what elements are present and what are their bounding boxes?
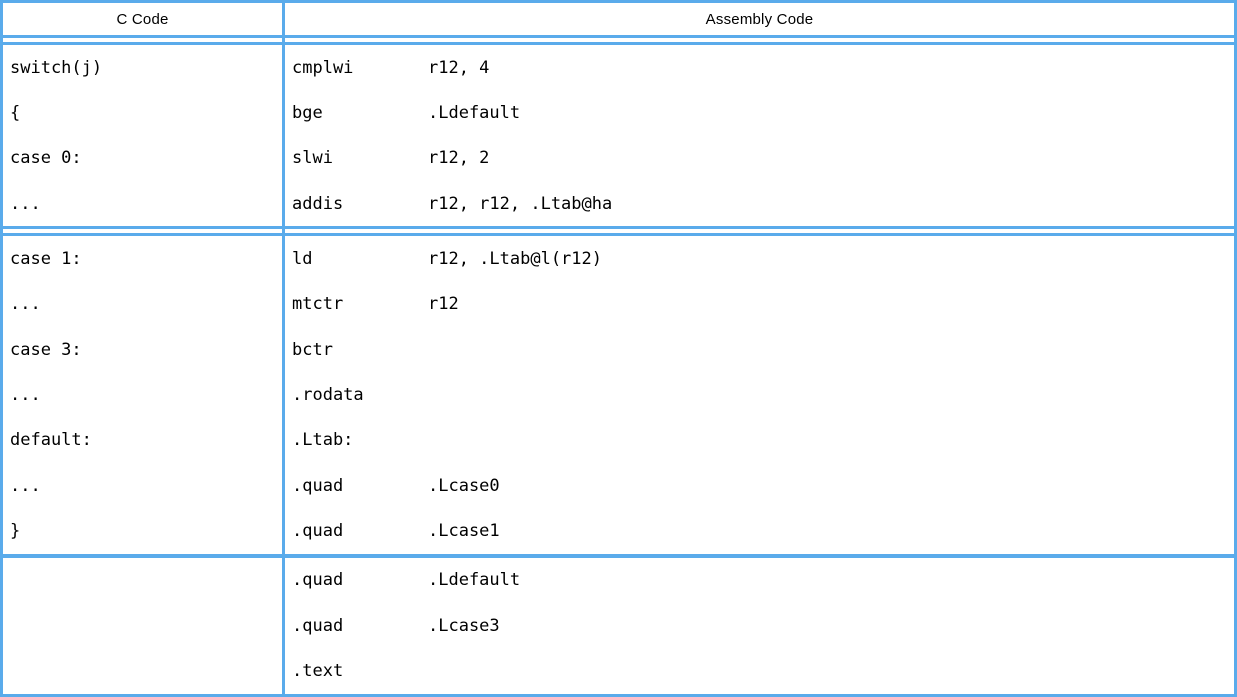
asm-mnemonic: ld <box>292 249 313 270</box>
asm-line: .quad .Lcase1 <box>285 508 1234 553</box>
asm-mnemonic: .quad <box>292 475 344 496</box>
assembly-cell: cmplwi r12, 4 bge .Ldefault slwi r12, 2 … <box>285 45 1234 226</box>
asm-line: ld r12, .Ltab@l(r12) <box>285 236 1234 281</box>
asm-line: .quad .Ldefault <box>285 558 1234 603</box>
c-code-line: { <box>10 103 21 124</box>
asm-operands: .Ldefault <box>428 570 521 591</box>
asm-operands: r12, 4 <box>428 57 490 78</box>
c-code-line: ... <box>10 193 41 214</box>
asm-operands: r12, r12, .Ltab@ha <box>428 193 613 214</box>
asm-operands: r12 <box>428 294 459 315</box>
asm-mnemonic: cmplwi <box>292 57 354 78</box>
asm-line: .rodata <box>285 372 1234 417</box>
asm-mnemonic: slwi <box>292 148 333 169</box>
assembly-cell: .quad .Ldefault .quad .Lcase3 .text <box>285 558 1234 694</box>
asm-mnemonic: addis <box>292 193 344 214</box>
c-code-line <box>3 603 282 648</box>
asm-mnemonic: .quad <box>292 615 344 636</box>
asm-line: bge .Ldefault <box>285 90 1234 135</box>
asm-mnemonic: .text <box>292 661 344 682</box>
asm-operands: .Lcase3 <box>428 615 500 636</box>
asm-line: .Ltab: <box>285 418 1234 463</box>
c-code-cell <box>3 557 285 694</box>
table-header-row: C Code Assembly Code <box>3 3 1234 35</box>
section-separator-single <box>3 553 1234 558</box>
section-separator-double <box>3 35 1234 45</box>
c-code-line: switch(j) <box>10 57 103 78</box>
c-code-line: default: <box>10 430 92 451</box>
asm-line: .text <box>285 648 1234 693</box>
asm-line: mtctr r12 <box>285 282 1234 327</box>
asm-line: cmplwi r12, 4 <box>285 45 1234 90</box>
table-section-2: case 1: ... case 3: ... default: ... } l… <box>3 236 1234 554</box>
header-c-code: C Code <box>3 3 285 35</box>
c-code-line <box>3 648 282 693</box>
asm-operands: .Ldefault <box>428 103 521 124</box>
asm-operands: r12, .Ltab@l(r12) <box>428 249 602 270</box>
section-separator-double <box>3 226 1234 237</box>
asm-operands: r12, 2 <box>428 148 490 169</box>
c-code-line: ... <box>10 294 41 315</box>
c-code-line: case 3: <box>10 339 82 360</box>
asm-line: bctr <box>285 327 1234 372</box>
c-code-line: ... <box>10 385 41 406</box>
assembly-cell: ld r12, .Ltab@l(r12) mtctr r12 bctr .rod… <box>285 236 1234 553</box>
table-section-1: switch(j) { case 0: ... cmplwi r12, 4 bg… <box>3 45 1234 227</box>
header-assembly-code: Assembly Code <box>705 10 814 28</box>
c-code-cell: case 1: ... case 3: ... default: ... } <box>3 236 285 554</box>
asm-line: .quad .Lcase0 <box>285 463 1234 508</box>
c-code-line <box>3 558 282 603</box>
asm-mnemonic: .rodata <box>292 385 364 406</box>
c-code-line: ... <box>10 475 41 496</box>
c-code-cell: switch(j) { case 0: ... <box>3 45 285 227</box>
table-section-3: .quad .Ldefault .quad .Lcase3 .text <box>3 557 1234 694</box>
asm-line: slwi r12, 2 <box>285 136 1234 181</box>
c-code-line: case 1: <box>10 249 82 270</box>
asm-mnemonic: .quad <box>292 521 344 542</box>
asm-mnemonic: bctr <box>292 339 333 360</box>
asm-line: .quad .Lcase3 <box>285 603 1234 648</box>
asm-mnemonic: mtctr <box>292 294 344 315</box>
asm-mnemonic: bge <box>292 103 323 124</box>
asm-line: addis r12, r12, .Ltab@ha <box>285 181 1234 226</box>
c-code-line: } <box>10 521 21 542</box>
asm-mnemonic: .quad <box>292 570 344 591</box>
asm-operands: .Lcase0 <box>428 475 500 496</box>
c-code-line: case 0: <box>10 148 82 169</box>
asm-operands: .Lcase1 <box>428 521 500 542</box>
asm-mnemonic: .Ltab: <box>292 430 354 451</box>
